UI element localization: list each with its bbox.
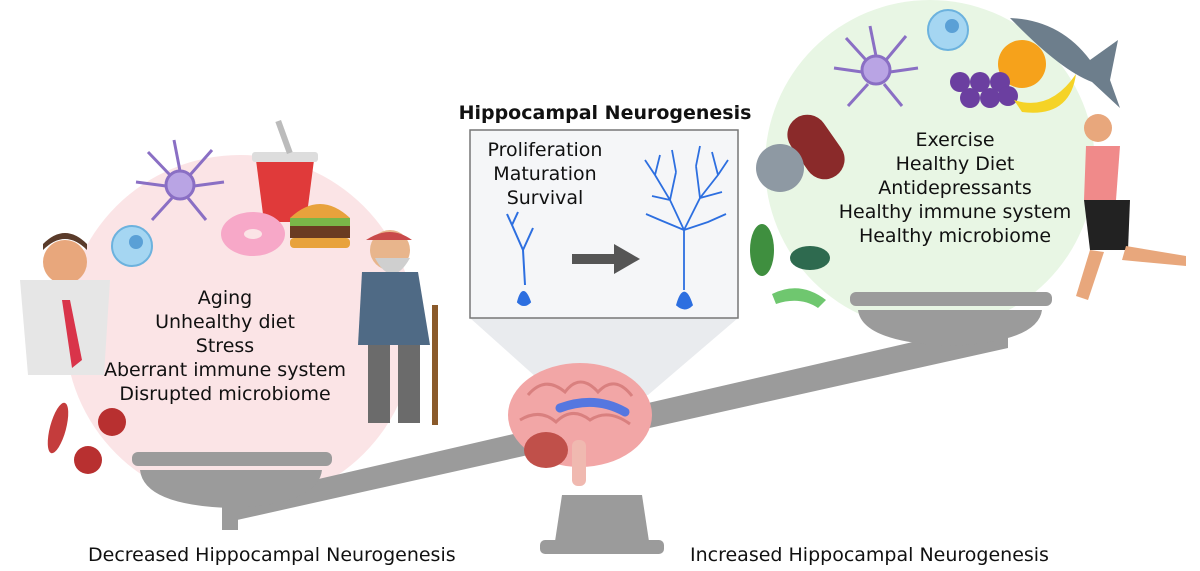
runner-icon [1076,114,1186,300]
fish-icon [1010,18,1120,108]
grapes-icon [950,72,1018,108]
factor-label: Healthy immune system [838,201,1072,223]
immature-neuron-icon [506,211,534,306]
donut-icon [221,212,285,256]
factor-label: Healthy microbiome [858,225,1052,247]
factor-label: Aging [197,287,253,309]
mature-neuron-icon [644,145,729,310]
immune-cell-icon [111,225,153,267]
bacteria-icon [750,224,830,308]
stage-label: Proliferation [487,139,603,161]
tablet-icon [756,144,804,192]
panel-title: Hippocampal Neurogenesis [458,102,752,124]
stage-label: Maturation [493,163,597,185]
decreased-caption: Decreased Hippocampal Neurogenesis [88,544,456,566]
soda-cup-icon [252,119,318,222]
factor-label: Stress [195,335,255,357]
banana-icon [1014,74,1076,113]
orange-icon [998,40,1046,88]
brain-icon [508,363,652,486]
stage-label: Survival [506,187,584,209]
factor-label: Unhealthy diet [155,311,295,333]
neurogenesis-panel [469,129,739,319]
burger-icon [290,204,350,248]
astrocyte-icon [833,25,919,108]
pill-icon [787,114,845,180]
factor-label: Exercise [915,129,995,151]
negative-factors-list: Aging Unhealthy diet Stress Aberrant imm… [70,286,380,406]
positive-factors-list: Exercise Healthy Diet Antidepressants He… [800,128,1110,248]
factor-label: Antidepressants [878,177,1032,199]
arrow-icon [572,244,640,274]
factor-label: Healthy Diet [895,153,1015,175]
neurogenesis-stages: Proliferation Maturation Survival [470,138,620,210]
elderly-man-icon [358,230,438,425]
factor-label: Aberrant immune system [103,359,346,381]
bacteria-icon [47,402,126,474]
astrocyte-icon [135,139,225,222]
immune-cell-icon [927,9,969,51]
increased-caption: Increased Hippocampal Neurogenesis [690,544,1049,566]
stressed-person-icon [20,233,110,375]
factor-label: Disrupted microbiome [119,383,331,405]
